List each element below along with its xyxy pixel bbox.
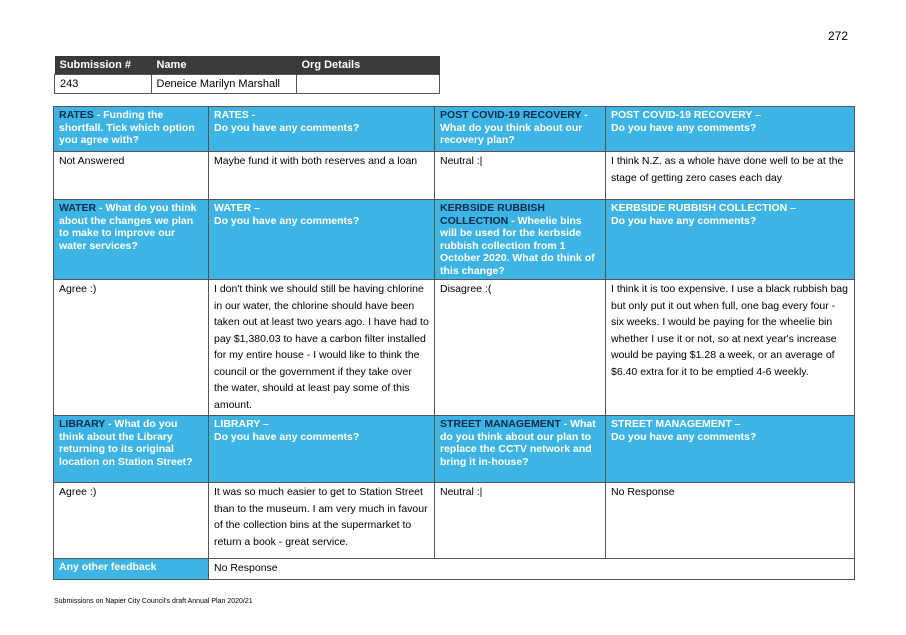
rates-comment: Maybe fund it with both reserves and a l… [208,151,435,200]
submission-row: 243 Deneice Marilyn Marshall [54,74,440,94]
submission-number: 243 [54,74,152,94]
name-header: Name [151,56,297,75]
library-question: LIBRARY - What do you think about the Li… [53,415,209,483]
submission-number-header: Submission # [54,56,152,75]
org-details-header: Org Details [296,56,440,75]
submission-header-row: Submission # Name Org Details [54,56,440,75]
water-question: WATER - What do you think about the chan… [53,199,209,280]
kerbside-comment: I think it is too expensive. I use a bla… [605,279,855,416]
other-feedback-label: Any other feedback [53,558,209,580]
answer-row: Agree :) I don't think we should still b… [53,279,855,416]
library-answer: Agree :) [53,482,209,559]
org-details [295,74,440,94]
kerbside-question: KERBSIDE RUBBISH COLLECTION - Wheelie bi… [434,199,606,280]
rates-question: RATES - Funding the shortfall. Tick whic… [53,106,209,152]
responses-table: RATES - Funding the shortfall. Tick whic… [53,106,855,580]
question-row: RATES - Funding the shortfall. Tick whic… [53,106,855,152]
other-feedback-value: No Response [208,558,855,580]
street-answer: Neutral :| [434,482,606,559]
submission-table: Submission # Name Org Details 243 Deneic… [54,56,440,94]
street-comments-question: STREET MANAGEMENT –Do you have any comme… [605,415,855,483]
covid-comments-question: POST COVID-19 RECOVERY –Do you have any … [605,106,855,152]
answer-row: Not Answered Maybe fund it with both res… [53,151,855,200]
kerbside-comments-question: KERBSIDE RUBBISH COLLECTION –Do you have… [605,199,855,280]
water-comment: I don't think we should still be having … [208,279,435,416]
street-question: STREET MANAGEMENT - What do you think ab… [434,415,606,483]
library-comments-question: LIBRARY –Do you have any comments? [208,415,435,483]
water-comments-question: WATER –Do you have any comments? [208,199,435,280]
covid-comment: I think N.Z. as a whole have done well t… [605,151,855,200]
page-number: 272 [828,29,849,43]
answer-row: Agree :) It was so much easier to get to… [53,482,855,559]
covid-answer: Neutral :| [434,151,606,200]
page-footer: Submissions on Napier City Council's dra… [54,598,253,605]
covid-question: POST COVID-19 RECOVERY - What do you thi… [434,106,606,152]
library-comment: It was so much easier to get to Station … [208,482,435,559]
submitter-name: Deneice Marilyn Marshall [150,74,297,94]
kerbside-answer: Disagree :( [434,279,606,416]
rates-answer: Not Answered [53,151,209,200]
street-comment: No Response [605,482,855,559]
other-feedback-row: Any other feedback No Response [53,558,855,580]
water-answer: Agree :) [53,279,209,416]
rates-comments-question: RATES -Do you have any comments? [208,106,435,152]
question-row: WATER - What do you think about the chan… [53,199,855,280]
question-row: LIBRARY - What do you think about the Li… [53,415,855,483]
